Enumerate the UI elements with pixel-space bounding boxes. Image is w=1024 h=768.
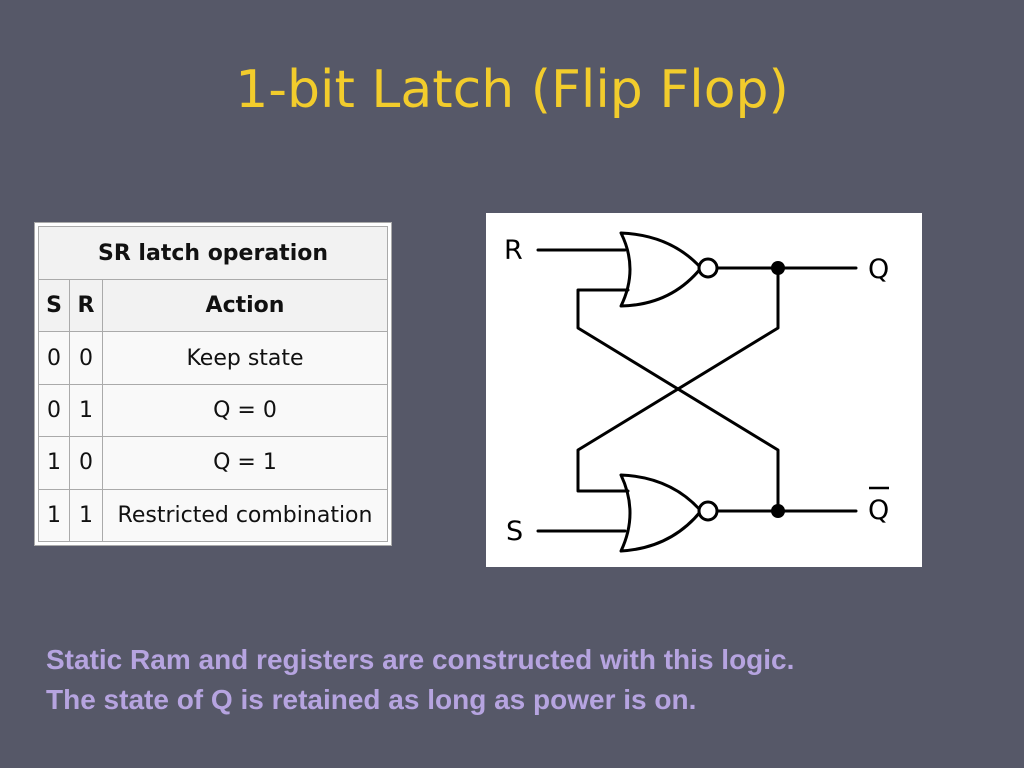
- cell-action: Q = 0: [102, 383, 388, 438]
- label-r: R: [504, 235, 523, 266]
- caption-line: The state of Q is retained as long as po…: [46, 684, 697, 715]
- table-title: SR latch operation: [38, 226, 388, 280]
- nor-gate-top: [619, 231, 703, 308]
- sr-latch-circuit-diagram: R S Q Q: [486, 213, 922, 567]
- table-row: 0 1 Q = 0: [38, 383, 388, 438]
- inversion-bubble-bottom: [697, 500, 719, 522]
- cell-r: 0: [69, 331, 103, 385]
- circuit-svg: R S Q Q: [504, 231, 889, 553]
- cell-r: 0: [69, 436, 103, 490]
- inversion-bubble-top: [697, 257, 719, 279]
- table-row: 1 1 Restricted combination: [38, 488, 388, 543]
- cell-r: 1: [69, 383, 103, 438]
- header-r: R: [69, 278, 103, 333]
- sr-latch-table: SR latch operation S R Action 0 0 Keep s…: [38, 226, 388, 543]
- table-row: 1 0 Q = 1: [38, 436, 388, 490]
- label-s: S: [506, 516, 523, 547]
- cell-action: Q = 1: [102, 436, 388, 490]
- label-qbar: Q: [868, 495, 889, 526]
- table-row: 0 0 Keep state: [38, 331, 388, 385]
- cell-s: 1: [38, 436, 70, 490]
- cell-s: 0: [38, 331, 70, 385]
- header-s: S: [38, 278, 70, 333]
- header-action: Action: [102, 278, 388, 333]
- cell-action: Restricted combination: [102, 488, 388, 543]
- feedback-wire-qbar-to-top: [576, 288, 780, 513]
- cell-r: 1: [69, 488, 103, 543]
- table-header-row: S R Action: [38, 278, 388, 333]
- slide-title: 1-bit Latch (Flip Flop): [235, 60, 789, 120]
- cell-s: 1: [38, 488, 70, 543]
- sr-latch-table-container: SR latch operation S R Action 0 0 Keep s…: [34, 222, 392, 546]
- nor-gate-bottom: [619, 473, 703, 553]
- slide-caption: Static Ram and registers are constructed…: [46, 640, 1006, 720]
- caption-line: Static Ram and registers are constructed…: [46, 644, 795, 675]
- junction-dot-qbar: [771, 504, 785, 518]
- cell-action: Keep state: [102, 331, 388, 385]
- junction-dot-q: [771, 261, 785, 275]
- feedback-wire-q-to-bottom: [576, 266, 780, 493]
- cell-s: 0: [38, 383, 70, 438]
- label-q: Q: [868, 254, 889, 285]
